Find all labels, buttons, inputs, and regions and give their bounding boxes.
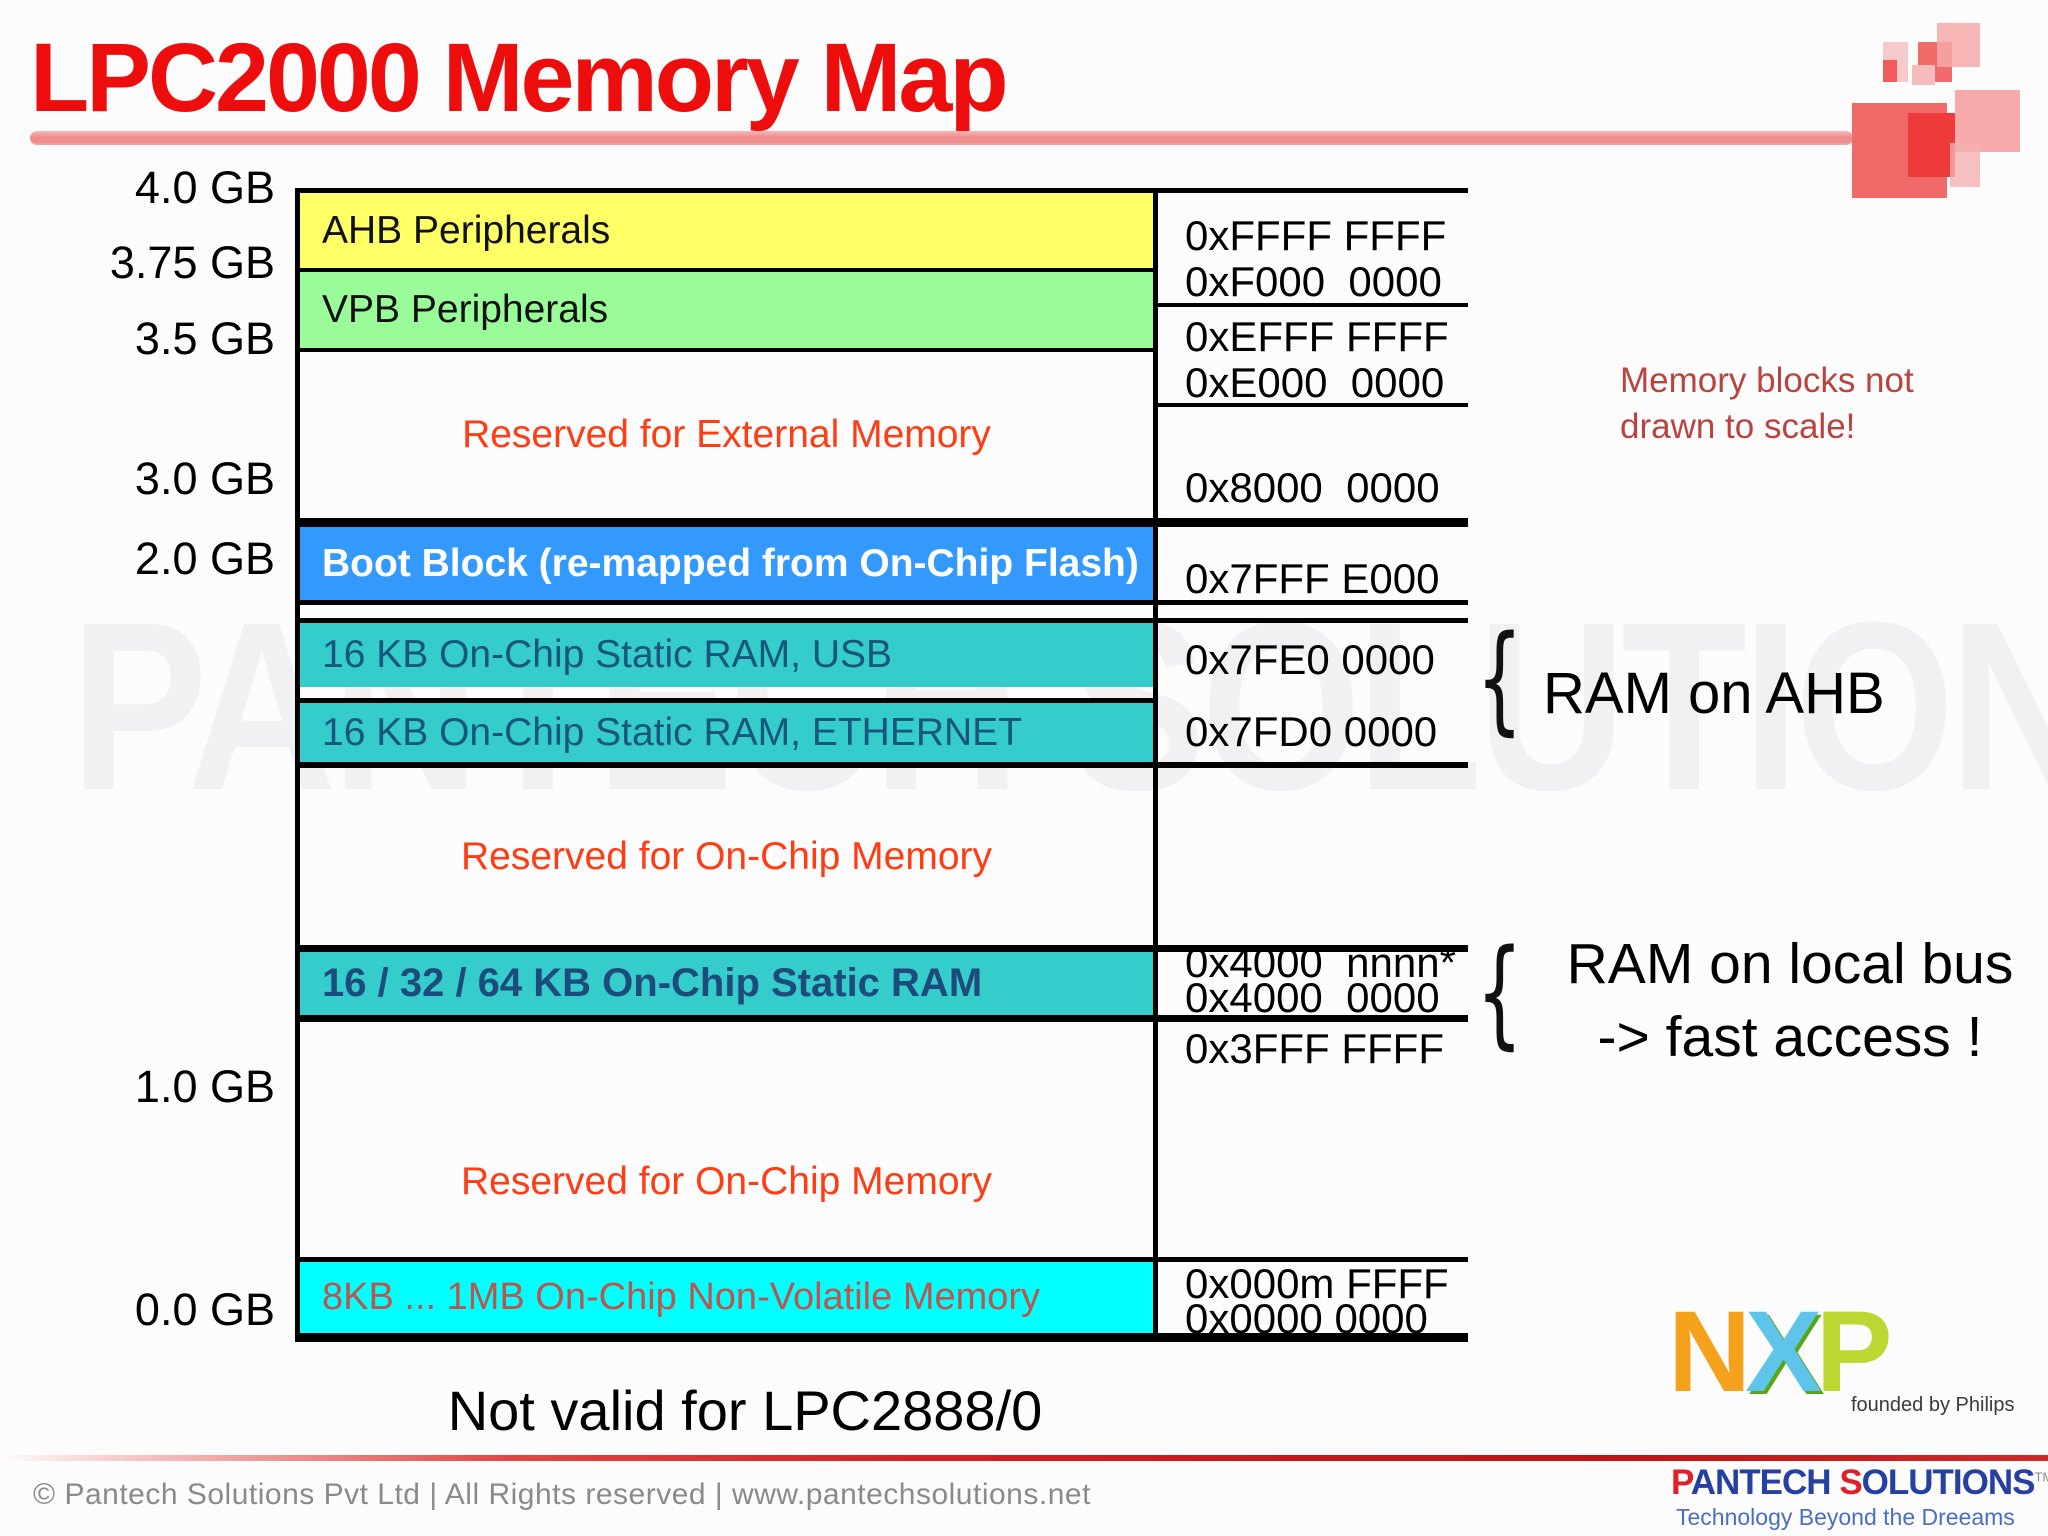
separator-line — [295, 518, 1468, 527]
address-value: 0x4000 0000 — [1185, 974, 1440, 1021]
annotation-ram-local-bus: RAM on local bus -> fast access ! — [1540, 928, 2040, 1074]
block-label: Reserved for On-Chip Memory — [461, 834, 992, 878]
block-label: AHB Peripherals — [322, 208, 611, 252]
footer-copyright: © Pantech Solutions Pvt Ltd | All Rights… — [33, 1478, 1091, 1511]
block-label: Reserved for External Memory — [462, 413, 991, 456]
decorative-square — [1908, 113, 1955, 177]
pantech-tagline: Technology Beyond the Dreeams — [1676, 1504, 2015, 1530]
block-label: 16 / 32 / 64 KB On-Chip Static RAM — [322, 961, 983, 1005]
decorative-square — [1883, 60, 1897, 82]
pantech-logo: PANTECH SOLUTIONSTM — [1671, 1463, 2048, 1503]
address-value: 0x7FD0 0000 — [1185, 708, 1438, 755]
block-boot-block: Boot Block (re-mapped from On-Chip Flash… — [300, 527, 1153, 600]
separator-line — [295, 268, 1158, 272]
annotation-ram-on-ahb: RAM on AHB — [1543, 661, 1885, 726]
brace-ram-on-ahb: { — [1476, 609, 1523, 747]
block-sram-ethernet: 16 KB On-Chip Static RAM, ETHERNET — [300, 703, 1153, 762]
block-ahb-peripherals: AHB Peripherals — [300, 193, 1153, 268]
nxp-logo: NXP — [1668, 1295, 1892, 1410]
axis-label-1gb: 1.0 GB — [134, 1061, 275, 1112]
separator-line — [295, 762, 1468, 768]
nxp-letter-x: X — [1745, 1288, 1822, 1416]
axis-label-2gb: 2.0 GB — [134, 533, 275, 584]
address-value: 0xE000 0000 — [1185, 359, 1445, 406]
decorative-square — [1912, 65, 1935, 85]
address-value: 0x7FFF E000 — [1185, 555, 1440, 602]
scale-note-line1: Memory blocks not — [1620, 361, 1914, 400]
page-title: LPC2000 Memory Map — [30, 23, 1009, 132]
address-value: 0xEFFF FFFF — [1185, 313, 1449, 360]
nxp-letter-n: N — [1668, 1288, 1751, 1416]
nxp-letter-p: P — [1815, 1288, 1893, 1416]
separator-line — [295, 618, 1468, 623]
title-underline — [30, 131, 1853, 145]
annotation-line1: RAM on local bus — [1566, 932, 2014, 996]
separator-line — [1158, 403, 1468, 407]
annotation-line2: -> fast access ! — [1597, 1004, 1983, 1069]
address-value: 0x8000 0000 — [1185, 464, 1440, 511]
separator-line — [295, 1333, 1468, 1342]
block-label: 8KB ... 1MB On-Chip Non-Volatile Memory — [322, 1276, 1041, 1318]
block-label: Reserved for On-Chip Memory — [461, 1160, 992, 1203]
separator-line — [295, 600, 1468, 605]
nxp-tagline: founded by Philips — [1851, 1394, 2015, 1416]
brace-ram-local-bus: { — [1476, 923, 1523, 1061]
decorative-square — [1955, 90, 2020, 152]
axis-label-35gb: 3.5 GB — [134, 313, 275, 364]
address-value: 0xFFFF FFFF — [1185, 212, 1447, 259]
block-label: 16 KB On-Chip Static RAM, USB — [322, 633, 893, 676]
separator-line — [295, 1257, 1468, 1262]
separator-line — [1158, 303, 1468, 307]
separator-line — [295, 698, 1158, 703]
footer-divider-line — [0, 1455, 2048, 1461]
block-reserved-external-memory: Reserved for External Memory — [300, 352, 1153, 518]
pantech-letter: S — [1839, 1463, 1862, 1502]
axis-label-4gb: 4.0 GB — [134, 162, 275, 213]
block-local-sram: 16 / 32 / 64 KB On-Chip Static RAM — [300, 952, 1153, 1015]
trademark-symbol: TM — [2034, 1469, 2048, 1485]
axis-label-0gb: 0.0 GB — [134, 1284, 275, 1335]
bottom-note: Not valid for LPC2888/0 — [447, 1379, 1043, 1442]
address-value: 0xF000 0000 — [1185, 258, 1442, 305]
separator-line — [295, 945, 1468, 952]
decorative-square — [1937, 23, 1980, 67]
block-label: Boot Block (re-mapped from On-Chip Flash… — [322, 541, 1139, 585]
pantech-word: OLUTIONS — [1861, 1463, 2036, 1502]
decorative-square — [1950, 143, 1980, 187]
block-reserved-onchip-1: Reserved for On-Chip Memory — [300, 768, 1153, 945]
address-value: 0x3FFF FFFF — [1185, 1025, 1444, 1072]
block-reserved-onchip-2: Reserved for On-Chip Memory — [300, 1022, 1153, 1257]
block-flash-memory: 8KB ... 1MB On-Chip Non-Volatile Memory — [300, 1262, 1153, 1333]
pantech-letter: P — [1671, 1463, 1692, 1502]
scale-note: Memory blocks not drawn to scale! — [1620, 358, 1960, 450]
separator-line — [295, 188, 1468, 193]
block-vpb-peripherals: VPB Peripherals — [300, 272, 1153, 348]
address-value: 0x7FE0 0000 — [1185, 636, 1435, 683]
block-label: VPB Peripherals — [322, 288, 609, 331]
block-label: 16 KB On-Chip Static RAM, ETHERNET — [322, 710, 1023, 754]
block-sram-usb: 16 KB On-Chip Static RAM, USB — [300, 623, 1153, 687]
separator-line — [295, 348, 1158, 352]
pantech-word: ANTECH — [1690, 1463, 1832, 1502]
scale-note-line2: drawn to scale! — [1620, 407, 1856, 447]
axis-label-3gb: 3.0 GB — [134, 453, 275, 504]
separator-line — [295, 1015, 1468, 1022]
axis-label-375gb: 3.75 GB — [109, 237, 275, 288]
address-value: 0x000m FFFF — [1185, 1260, 1449, 1307]
